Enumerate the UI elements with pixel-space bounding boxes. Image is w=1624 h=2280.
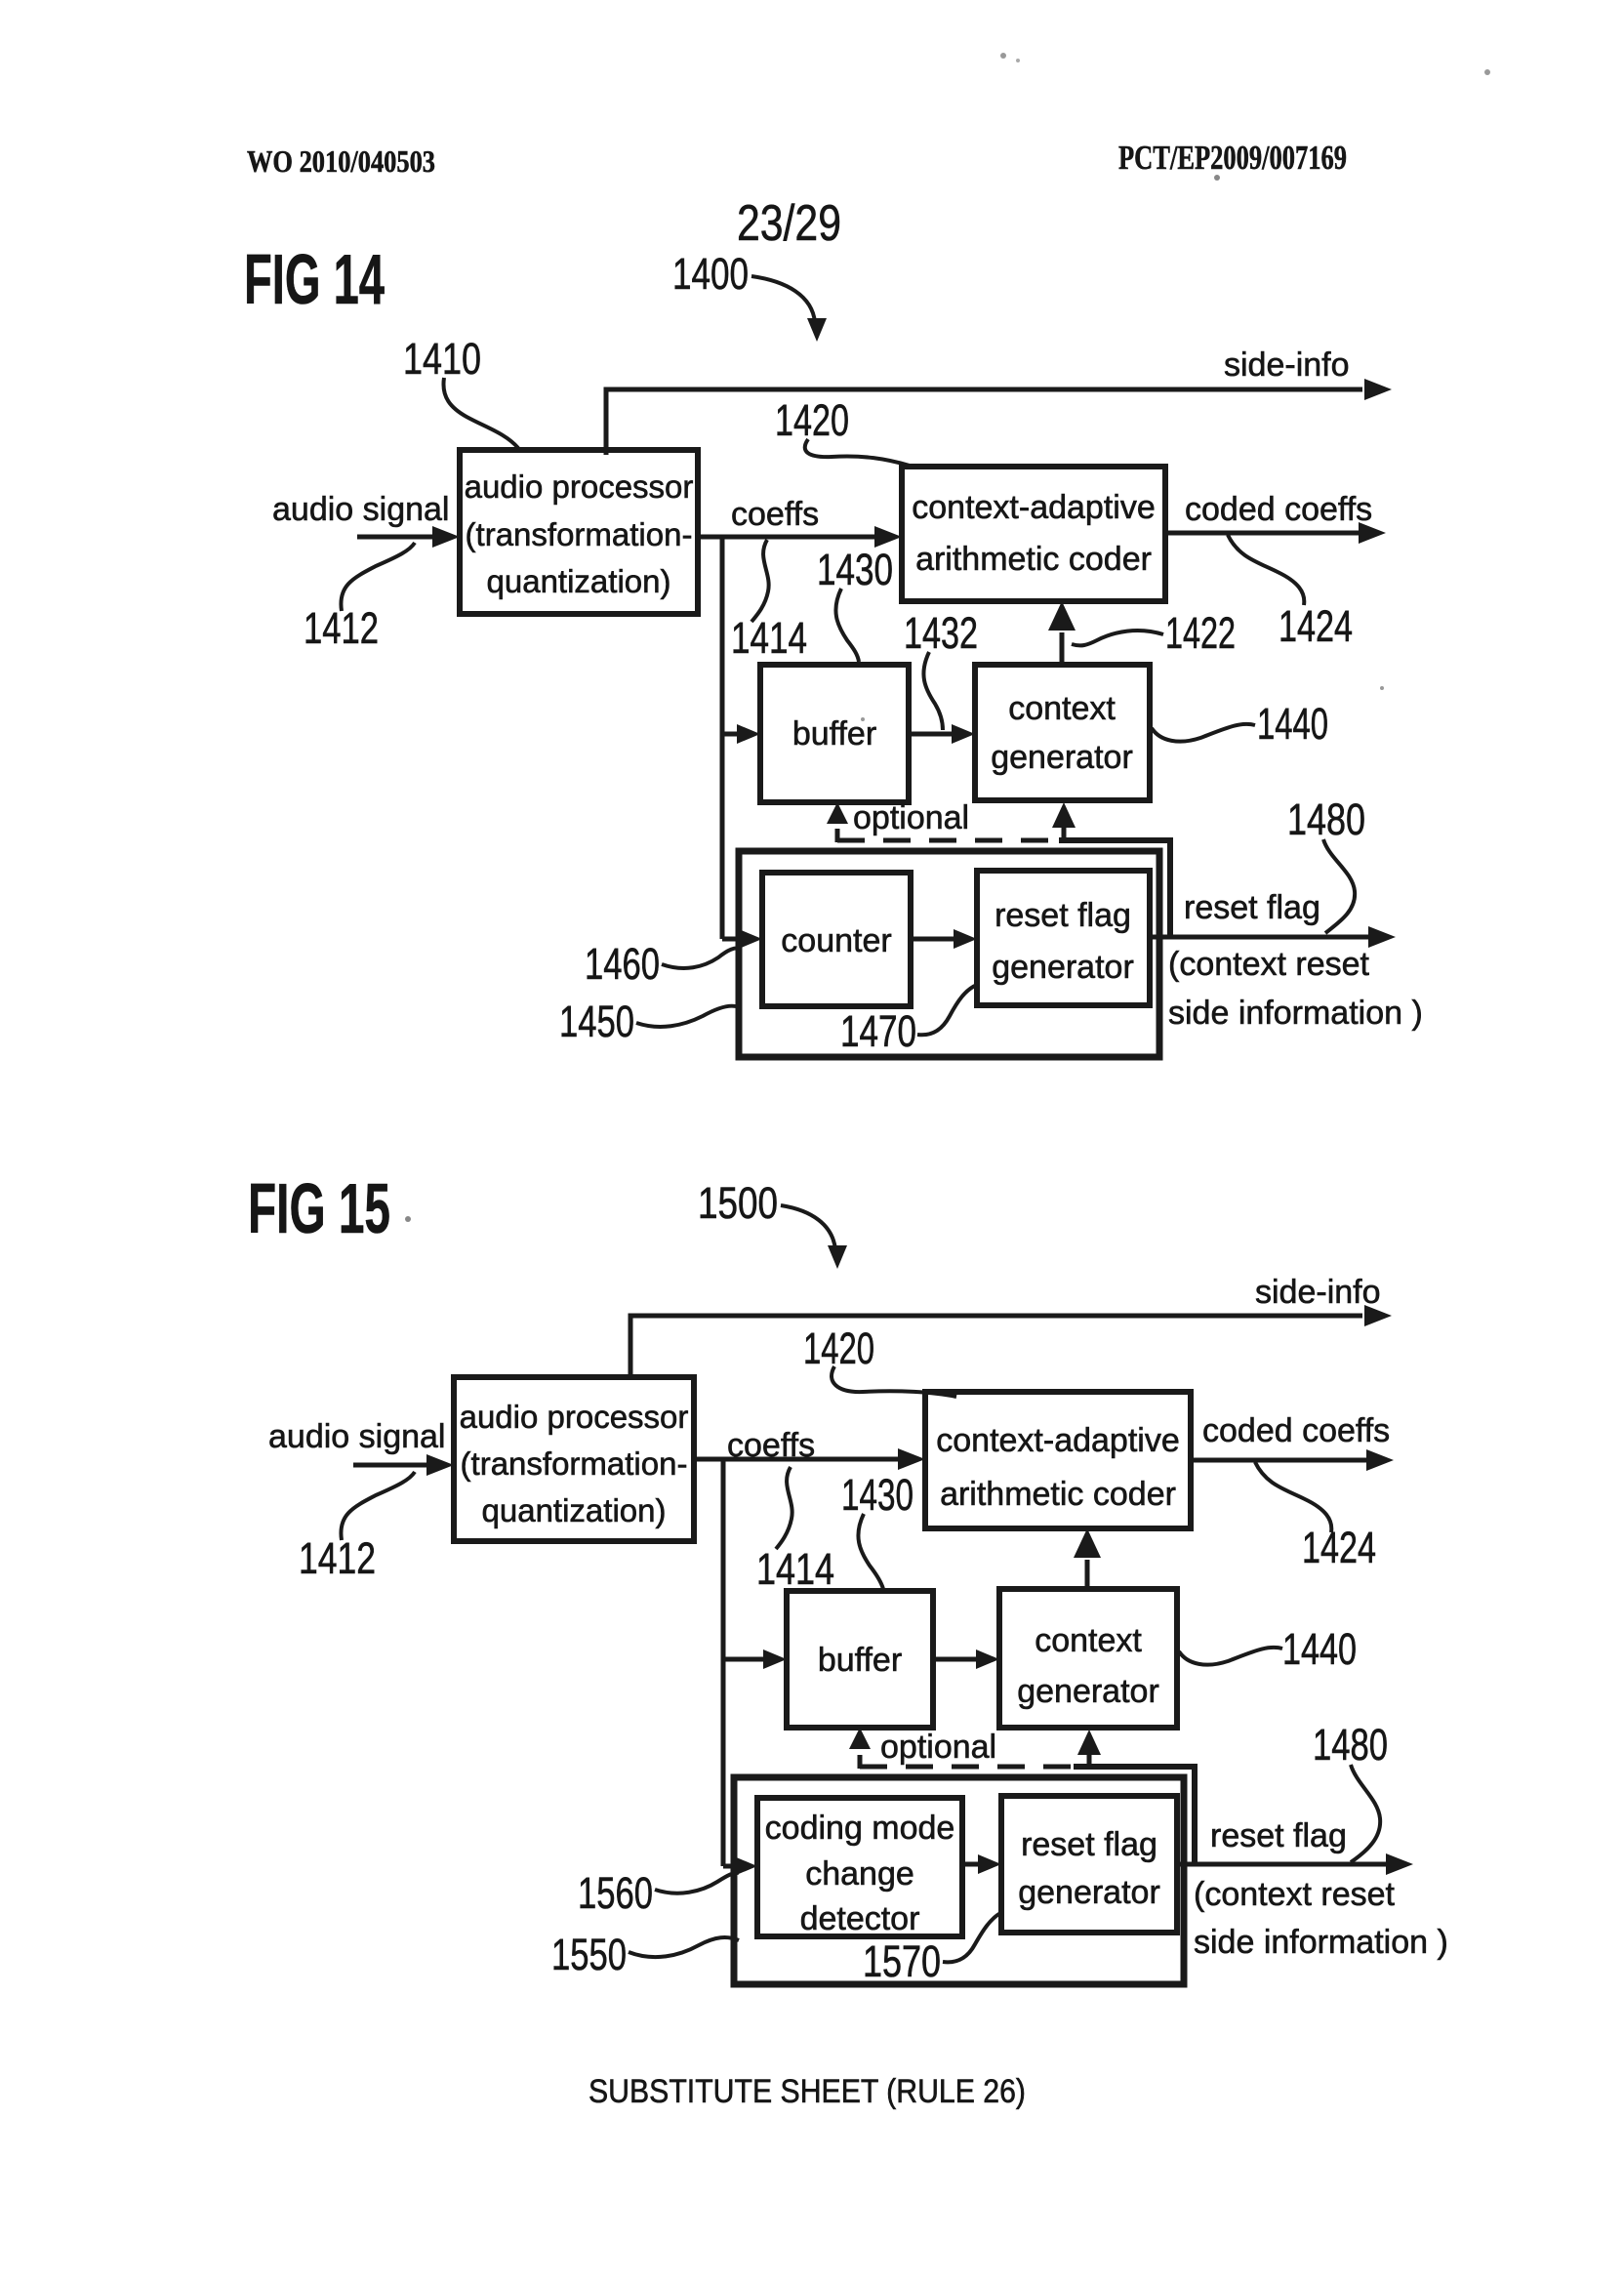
svg-text:1412: 1412 bbox=[304, 603, 379, 653]
svg-text:1480: 1480 bbox=[1287, 794, 1365, 844]
svg-text:buffer: buffer bbox=[792, 715, 876, 753]
svg-text:1420: 1420 bbox=[803, 1323, 874, 1373]
svg-text:1424: 1424 bbox=[1302, 1523, 1376, 1572]
svg-text:side information ): side information ) bbox=[1194, 1924, 1448, 1961]
svg-text:(transformation-: (transformation- bbox=[461, 1445, 688, 1482]
svg-text:context-adaptive: context-adaptive bbox=[936, 1422, 1180, 1459]
svg-text:detector: detector bbox=[800, 1900, 920, 1937]
svg-text:side information ): side information ) bbox=[1168, 995, 1423, 1032]
svg-text:1500: 1500 bbox=[698, 1178, 778, 1228]
svg-text:audio processor: audio processor bbox=[460, 1399, 689, 1435]
svg-text:optional: optional bbox=[880, 1729, 996, 1766]
svg-text:1460: 1460 bbox=[585, 939, 660, 989]
svg-text:side-info: side-info bbox=[1224, 346, 1350, 384]
svg-text:reset flag: reset flag bbox=[1021, 1826, 1157, 1863]
svg-text:FIG 15: FIG 15 bbox=[248, 1170, 390, 1248]
svg-text:audio signal: audio signal bbox=[268, 1418, 445, 1455]
svg-text:1412: 1412 bbox=[299, 1533, 376, 1583]
svg-text:context: context bbox=[1035, 1622, 1142, 1659]
svg-text:1570: 1570 bbox=[863, 1936, 941, 1986]
svg-text:23/29: 23/29 bbox=[737, 195, 841, 252]
svg-text:1400: 1400 bbox=[672, 249, 749, 299]
svg-text:quantization): quantization) bbox=[482, 1492, 667, 1528]
svg-text:reset flag: reset flag bbox=[1210, 1817, 1347, 1854]
svg-text:generator: generator bbox=[1018, 1874, 1160, 1911]
svg-text:1550: 1550 bbox=[551, 1930, 627, 1979]
svg-text:generator: generator bbox=[992, 949, 1134, 986]
svg-text:1430: 1430 bbox=[817, 545, 893, 594]
svg-text:1470: 1470 bbox=[840, 1006, 916, 1056]
svg-text:audio signal: audio signal bbox=[272, 491, 449, 528]
svg-text:coeffs: coeffs bbox=[731, 496, 819, 533]
svg-text:context: context bbox=[1008, 690, 1116, 727]
svg-text:buffer: buffer bbox=[818, 1642, 902, 1679]
svg-text:1414: 1414 bbox=[756, 1544, 834, 1594]
svg-text:(context reset: (context reset bbox=[1168, 946, 1370, 983]
svg-text:1450: 1450 bbox=[559, 997, 634, 1046]
svg-text:1440: 1440 bbox=[1257, 699, 1328, 749]
svg-text:change: change bbox=[805, 1855, 914, 1893]
svg-text:reset flag: reset flag bbox=[995, 897, 1131, 934]
svg-text:1560: 1560 bbox=[578, 1868, 653, 1918]
svg-text:WO 2010/040503: WO 2010/040503 bbox=[247, 143, 435, 179]
svg-text:coded coeffs: coded coeffs bbox=[1185, 491, 1372, 528]
svg-text:1422: 1422 bbox=[1165, 608, 1236, 658]
svg-text:generator: generator bbox=[991, 739, 1133, 776]
svg-text:1410: 1410 bbox=[403, 334, 481, 384]
svg-text:generator: generator bbox=[1017, 1673, 1159, 1710]
svg-text:coded coeffs: coded coeffs bbox=[1202, 1412, 1390, 1449]
svg-text:audio processor: audio processor bbox=[465, 468, 694, 505]
svg-text:quantization): quantization) bbox=[487, 563, 671, 599]
svg-text:1430: 1430 bbox=[841, 1470, 914, 1520]
svg-text:arithmetic coder: arithmetic coder bbox=[915, 541, 1152, 578]
svg-text:side-info: side-info bbox=[1255, 1274, 1381, 1311]
svg-text:arithmetic coder: arithmetic coder bbox=[940, 1476, 1176, 1513]
svg-text:FIG 14: FIG 14 bbox=[244, 241, 385, 319]
svg-text:reset flag: reset flag bbox=[1184, 889, 1320, 926]
svg-text:PCT/EP2009/007169: PCT/EP2009/007169 bbox=[1118, 139, 1347, 177]
svg-text:SUBSTITUTE SHEET (RULE 26): SUBSTITUTE SHEET (RULE 26) bbox=[589, 2073, 1026, 2110]
svg-text:(transformation-: (transformation- bbox=[466, 516, 693, 552]
svg-text:1414: 1414 bbox=[731, 613, 807, 663]
svg-text:context-adaptive: context-adaptive bbox=[912, 489, 1156, 526]
svg-text:1432: 1432 bbox=[904, 608, 978, 658]
svg-text:counter: counter bbox=[781, 922, 891, 959]
svg-text:(context reset: (context reset bbox=[1194, 1876, 1396, 1913]
svg-text:coding mode: coding mode bbox=[765, 1810, 955, 1847]
svg-text:1480: 1480 bbox=[1313, 1720, 1388, 1770]
svg-text:1440: 1440 bbox=[1282, 1624, 1357, 1674]
svg-text:optional: optional bbox=[853, 799, 969, 836]
svg-text:1424: 1424 bbox=[1279, 601, 1353, 651]
svg-text:1420: 1420 bbox=[775, 395, 849, 445]
